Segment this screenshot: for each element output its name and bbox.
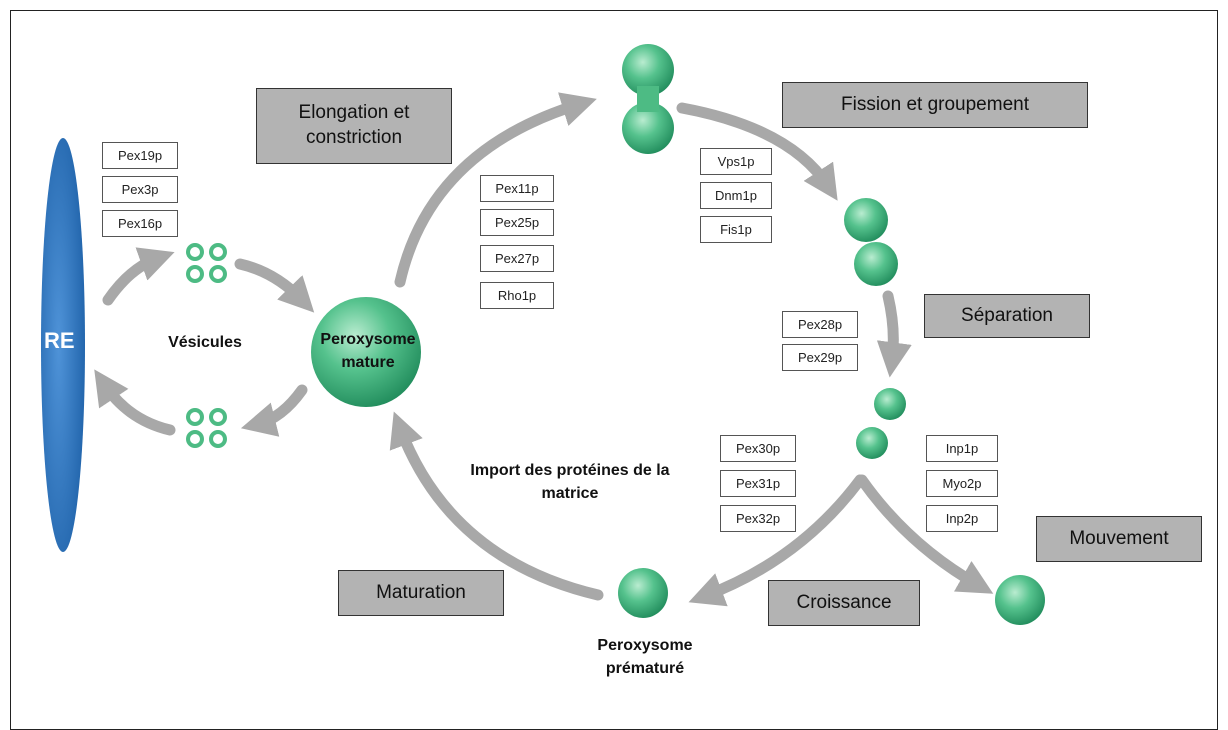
premature-peroxisome (618, 568, 668, 618)
protein-pex25p: Pex25p (480, 209, 554, 236)
step-mouvement: Mouvement (1036, 516, 1202, 562)
vesicle (209, 243, 227, 261)
protein-rho1p: Rho1p (480, 282, 554, 309)
vesicle (186, 430, 204, 448)
protein-fis1p: Fis1p (700, 216, 772, 243)
vesicle (209, 408, 227, 426)
fission-peroxisome (844, 198, 888, 242)
separated-peroxisome (856, 427, 888, 459)
protein-inp1p: Inp1p (926, 435, 998, 462)
diagram-canvas (41, 44, 1045, 625)
arrow-split-to-mouvement (856, 474, 994, 594)
fission-peroxisome (854, 242, 898, 286)
premature-peroxisome-label: Peroxysome prématuré (597, 637, 693, 678)
vesicle (186, 408, 204, 426)
step-fission: Fission et groupement (782, 82, 1088, 128)
protein-pex3p: Pex3p (102, 176, 178, 203)
er-label: RE (44, 328, 75, 353)
vesicle (186, 265, 204, 283)
step-croissance: Croissance (768, 580, 920, 626)
protein-inp2p: Inp2p (926, 505, 998, 532)
protein-pex31p: Pex31p (720, 470, 796, 497)
arrow-vesicles-to-mature (234, 258, 315, 313)
constricted-peroxisome (622, 44, 674, 154)
arrow-dumbbell-to-fission (676, 102, 838, 201)
protein-dnm1p: Dnm1p (700, 182, 772, 209)
step-elongation: Elongation et constriction (256, 88, 452, 164)
mature-peroxisome-label: Peroxysome mature (320, 331, 416, 372)
protein-pex29p: Pex29p (782, 344, 858, 371)
matrix-import-label: Import des protéines de la matrice (470, 462, 670, 503)
protein-vps1p: Vps1p (700, 148, 772, 175)
arrow-fission-to-separation (876, 290, 912, 378)
vesicles-label: Vésicules (168, 334, 242, 351)
vesicle (209, 265, 227, 283)
arrow-premature-to-mature (389, 411, 604, 601)
step-maturation: Maturation (338, 570, 504, 616)
protein-pex32p: Pex32p (720, 505, 796, 532)
arrow-mature-to-elongation (394, 92, 597, 288)
vesicle (186, 243, 204, 261)
separated-peroxisome (874, 388, 906, 420)
moving-peroxisome (995, 575, 1045, 625)
protein-pex11p: Pex11p (480, 175, 554, 202)
mature-peroxisome (311, 297, 421, 407)
arrow-split-to-croissance (688, 474, 866, 607)
protein-pex16p: Pex16p (102, 210, 178, 237)
arrow-mature-to-vesicles (240, 384, 308, 437)
protein-pex30p: Pex30p (720, 435, 796, 462)
er-shape (41, 138, 85, 552)
step-separation: Séparation (924, 294, 1090, 338)
arrow-vesicles-to-er (94, 369, 176, 436)
protein-pex19p: Pex19p (102, 142, 178, 169)
vesicle (209, 430, 227, 448)
protein-myo2p: Myo2p (926, 470, 998, 497)
arrow-er-to-vesicles (102, 247, 175, 306)
protein-pex27p: Pex27p (480, 245, 554, 272)
protein-pex28p: Pex28p (782, 311, 858, 338)
